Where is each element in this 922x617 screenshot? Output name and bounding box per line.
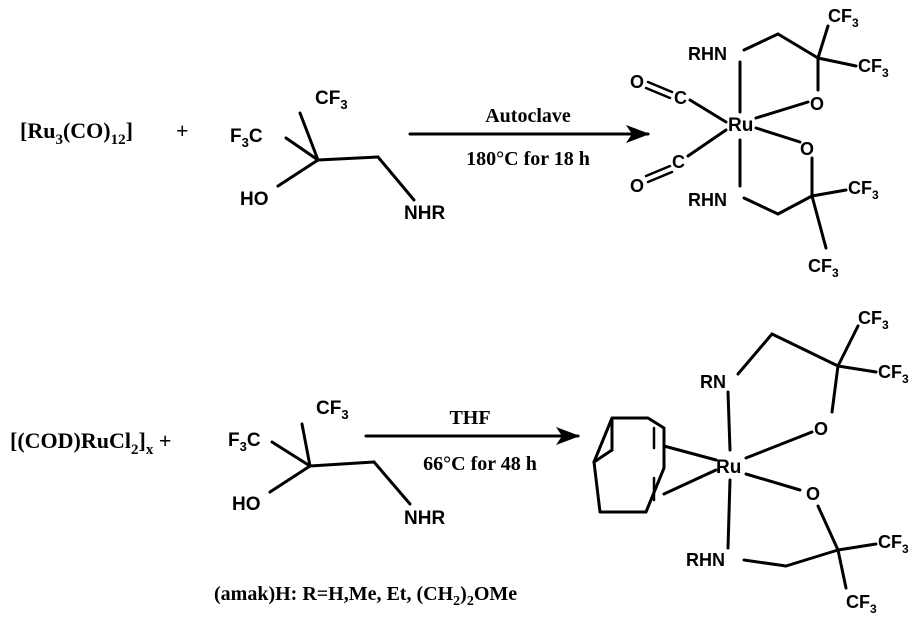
- ru-center: Ru: [728, 115, 753, 136]
- plus-sign: +: [176, 118, 189, 143]
- ligand-definition-footnote: (amak)H: R=H,Me, Et, (CH2)2OMe: [214, 583, 517, 609]
- condition-autoclave: Autoclave: [485, 105, 571, 127]
- reaction-arrow-2: THF 66°C for 48 h: [364, 407, 580, 475]
- rhn-lower: RHN: [688, 190, 727, 210]
- cf3-lower-2: CF3: [808, 256, 839, 280]
- rhn-lower: RHN: [686, 550, 725, 570]
- f3c-label: F3C: [230, 126, 263, 150]
- cf3-label: CF3: [316, 398, 349, 422]
- ho-label: HO: [240, 189, 269, 210]
- ho-label: HO: [232, 494, 261, 515]
- condition-thf: THF: [449, 407, 490, 429]
- cf3-lower-1: CF3: [878, 532, 909, 556]
- rn-upper: RN: [700, 372, 726, 392]
- cod-ligand: [592, 416, 718, 514]
- f3c-label: F3C: [228, 430, 261, 454]
- reagent-codrucl2: [(COD)RuCl2]x +: [10, 428, 171, 458]
- reaction-arrow-1: Autoclave 180°C for 18 h: [408, 105, 650, 170]
- o-lower: O: [806, 484, 820, 504]
- nhr-label: NHR: [404, 203, 445, 224]
- ligand-1: CF3 F3C HO NHR: [230, 88, 445, 224]
- condition-180c: 180°C for 18 h: [466, 148, 590, 170]
- cf3-upper-2: CF3: [858, 56, 889, 80]
- reaction-1: [Ru3(CO)12] + CF3 F3C HO NHR Autoclave 1…: [20, 6, 889, 280]
- cf3-lower-2: CF3: [846, 592, 877, 616]
- o-upper: O: [810, 94, 824, 114]
- carbonyl-o-2: O: [630, 176, 644, 196]
- o-upper: O: [814, 419, 828, 439]
- cf3-lower-1: CF3: [848, 178, 879, 202]
- cf3-upper-1: CF3: [858, 308, 889, 332]
- reaction-2: [(COD)RuCl2]x + CF3 F3C HO NHR THF 66°C …: [10, 308, 909, 616]
- nhr-label: NHR: [404, 508, 445, 529]
- condition-66c: 66°C for 48 h: [423, 453, 537, 475]
- cf3-upper-1: CF3: [828, 6, 859, 30]
- carbonyl-o-1: O: [630, 72, 644, 92]
- ligand-2: CF3 F3C HO NHR: [228, 398, 445, 529]
- reagent-ru3co12: [Ru3(CO)12]: [20, 118, 133, 148]
- product-1: Ru RHN O CF3 CF3 O RHN CF3 CF3: [630, 6, 889, 280]
- o-lower: O: [800, 139, 814, 159]
- product-2: Ru RN O CF3 CF3 O RHN CF3 CF3: [592, 308, 909, 616]
- cf3-upper-2: CF3: [878, 362, 909, 386]
- ru-center: Ru: [716, 457, 741, 478]
- cf3-label: CF3: [315, 88, 348, 112]
- carbonyl-c-2: C: [672, 152, 685, 172]
- carbonyl-c-1: C: [674, 88, 687, 108]
- rhn-upper: RHN: [688, 44, 727, 64]
